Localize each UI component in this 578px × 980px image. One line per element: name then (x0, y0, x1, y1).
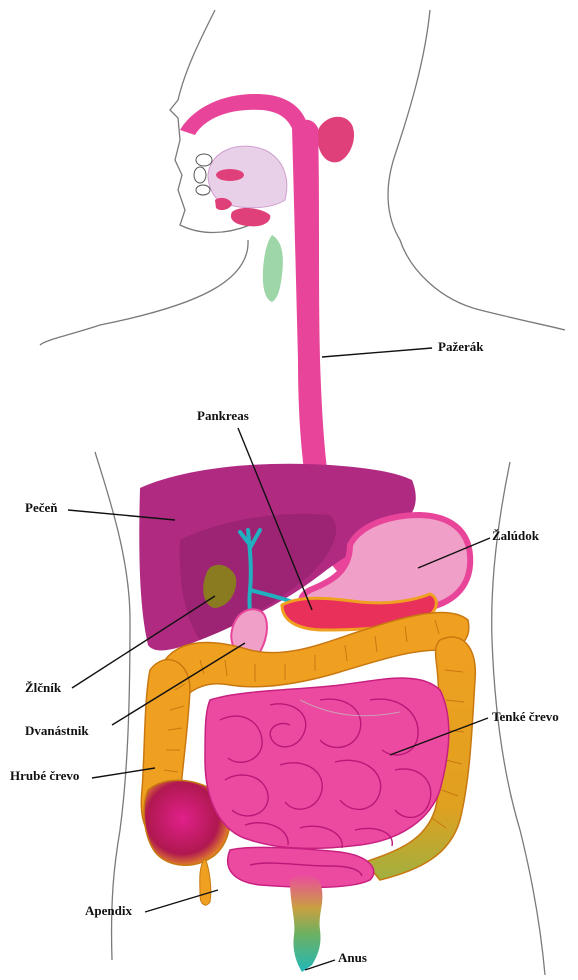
leader-pazerak (322, 348, 432, 357)
teeth-upper (196, 154, 212, 166)
teeth-lower (196, 185, 210, 195)
salivary-gland-bottom (231, 208, 270, 226)
tongue (216, 169, 244, 181)
label-pankreas: Pankreas (197, 408, 249, 424)
mouth-pharynx (180, 94, 354, 226)
label-anus: Anus (338, 950, 367, 966)
salivary-gland-top (317, 117, 354, 163)
label-dvanastnik: Dvanástnik (25, 723, 89, 739)
label-apendix: Apendix (85, 903, 132, 919)
label-pecen: Pečeň (25, 500, 57, 516)
appendix (200, 858, 211, 905)
torso-left-outline (95, 452, 130, 960)
trachea (263, 235, 283, 302)
neck-left-outline (40, 240, 248, 345)
lips (194, 167, 206, 183)
nasal-passage (180, 94, 310, 150)
back-head-outline (388, 10, 565, 330)
label-zaludok: Žalúdok (492, 528, 539, 544)
label-zlcnik: Žlčník (25, 680, 61, 696)
label-tenke-crevo: Tenké črevo (492, 709, 559, 725)
rectum (290, 874, 322, 972)
label-pazerak: Pažerák (438, 339, 483, 355)
label-hrube-crevo: Hrubé črevo (10, 768, 79, 784)
